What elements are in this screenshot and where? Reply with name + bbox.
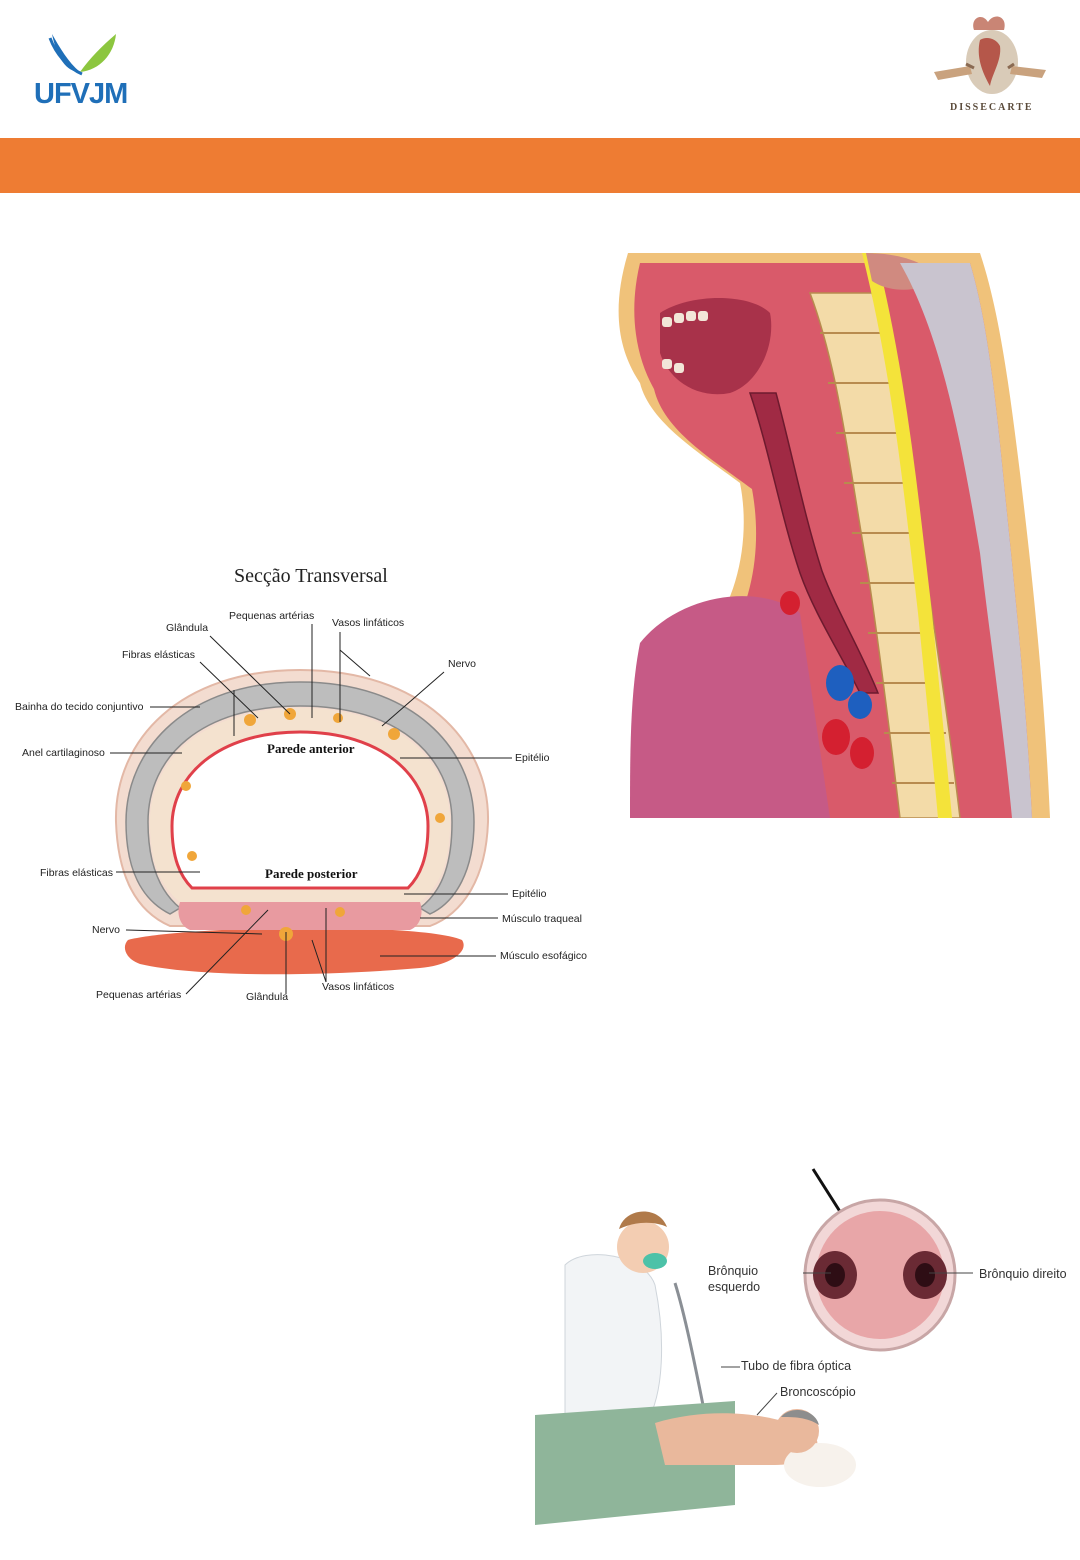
- label-pequenas-arterias-bottom: Pequenas artérias: [96, 989, 182, 1001]
- label-epitelio-top: Epitélio: [515, 752, 550, 764]
- label-epitelio-bottom: Epitélio: [512, 888, 547, 900]
- label-parede-posterior: Parede posterior: [265, 866, 358, 881]
- clinician-coat: [564, 1254, 663, 1426]
- dissecarte-logo: DISSECARTE: [930, 10, 1050, 128]
- tracheal-muscle: [178, 902, 422, 930]
- label-fibras-elasticas-top: Fibras elásticas: [122, 649, 195, 661]
- esophageal-muscle: [124, 927, 464, 975]
- label-nervo-top: Nervo: [448, 658, 477, 670]
- epithelium: [170, 730, 430, 890]
- label-nervo-bottom: Nervo: [92, 924, 121, 936]
- cross-section-title: Secção Transversal: [234, 565, 388, 587]
- face-mask: [643, 1253, 667, 1269]
- ufvjm-logo: UFVJM: [30, 28, 140, 110]
- label-broncoscopio: Broncoscópio: [780, 1385, 856, 1399]
- label-glandula-top: Glândula: [166, 622, 209, 634]
- label-parede-anterior: Parede anterior: [267, 741, 355, 756]
- label-vasos-linfaticos-bottom: Vasos linfáticos: [322, 981, 395, 993]
- trachea-cross-section-illustration: [110, 624, 512, 995]
- teeth: [662, 311, 708, 373]
- oral-cavity: [660, 298, 772, 395]
- label-glandula-bottom: Glândula: [246, 991, 289, 1003]
- clinician-hair: [619, 1211, 667, 1229]
- ufvjm-wordmark: UFVJM: [34, 78, 128, 110]
- fiber-optic-tube: [673, 1282, 719, 1414]
- leader-lines: [110, 624, 512, 995]
- leaf-icon: [48, 34, 116, 76]
- great-vessels: [780, 591, 874, 769]
- label-musculo-traqueal: Músculo traqueal: [502, 913, 582, 925]
- posterior-neck-muscles: [900, 263, 1032, 818]
- label-tubo-fibra-optica: Tubo de fibra óptica: [741, 1359, 852, 1373]
- label-pequenas-arterias-top: Pequenas artérias: [229, 610, 315, 622]
- patient-head: [775, 1409, 819, 1453]
- label-bronquio-esquerdo: Brônquio esquerdo: [708, 1264, 761, 1294]
- anatomical-heart-icon: [934, 16, 1046, 94]
- dissecarte-wordmark: DISSECARTE: [950, 102, 1034, 113]
- bronchoscopy-illustration: [535, 1168, 973, 1525]
- label-fibras-elasticas-bottom: Fibras elásticas: [40, 867, 113, 879]
- spinal-cord: [862, 253, 952, 818]
- label-bronquio-direito: Brônquio direito: [979, 1267, 1067, 1281]
- label-musculo-esofagico: Músculo esofágico: [500, 950, 587, 962]
- trachea: [748, 392, 880, 694]
- bronchoscopy-leader-lines: [721, 1272, 973, 1416]
- sagittal-head-neck-illustration: [618, 253, 1050, 818]
- patient-hair: [781, 1410, 819, 1425]
- cartilage-ring: [125, 681, 475, 915]
- pillow: [784, 1443, 856, 1487]
- label-anel: Anel cartilaginoso: [22, 747, 105, 759]
- label-bainha: Bainha do tecido conjuntivo: [15, 701, 144, 713]
- label-vasos-linfaticos-top: Vasos linfáticos: [332, 617, 405, 629]
- lung: [630, 596, 830, 818]
- header-band: [0, 138, 1080, 193]
